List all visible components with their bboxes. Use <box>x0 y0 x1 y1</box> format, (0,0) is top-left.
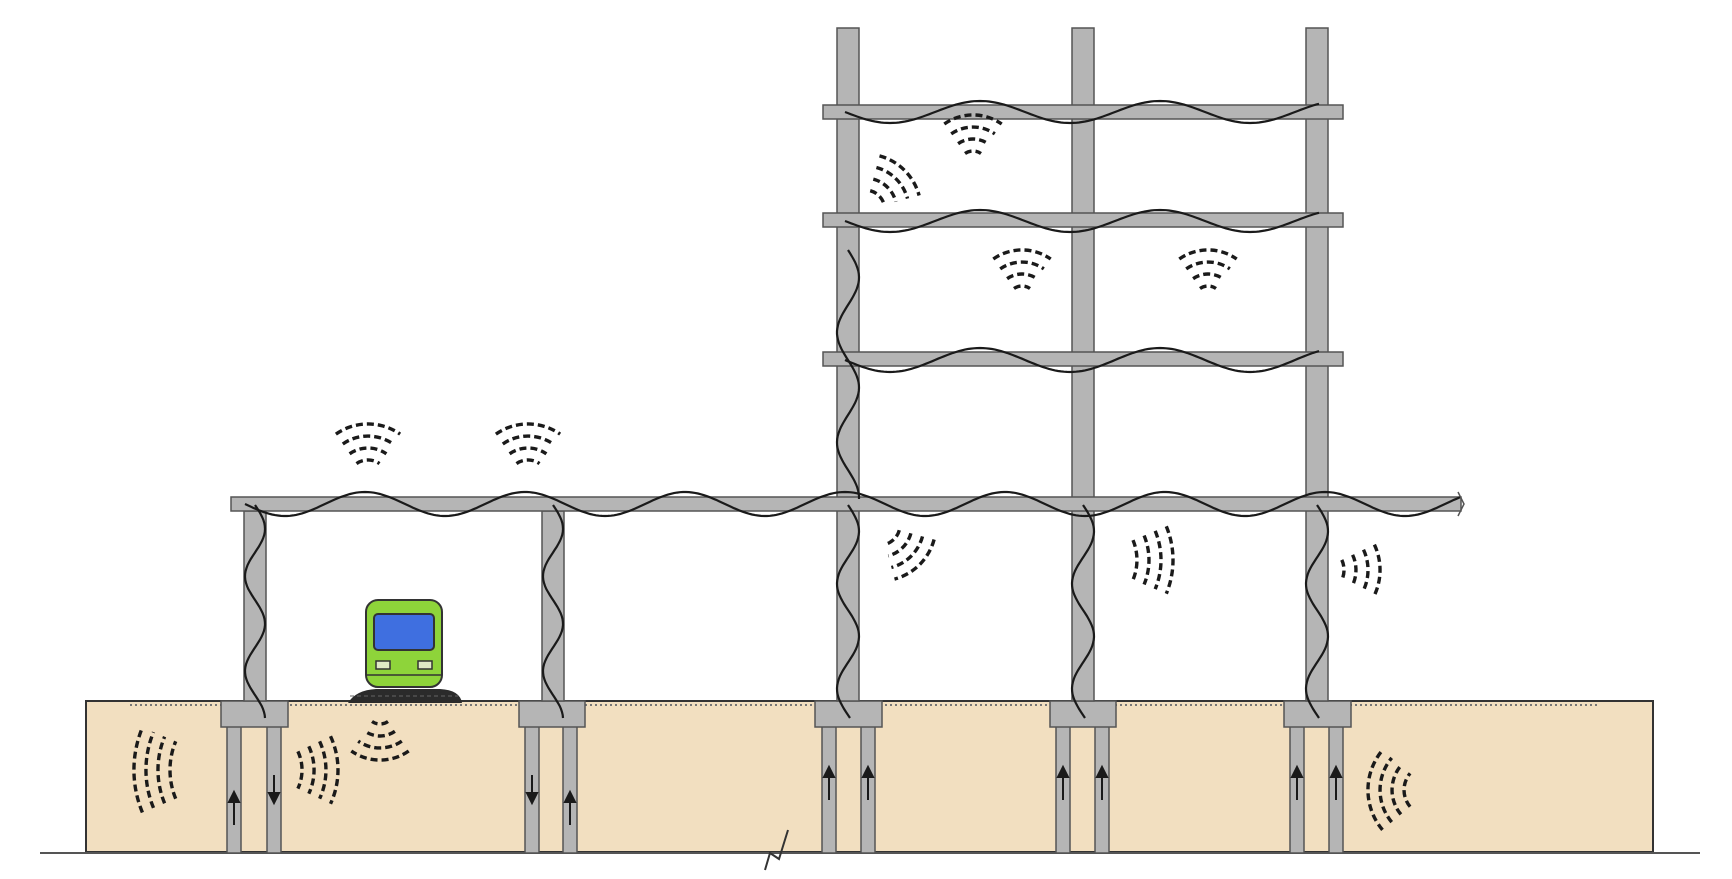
vibration-wave-icon <box>943 113 1003 155</box>
vibration-arc <box>1185 260 1231 271</box>
wave-floor-2 <box>844 208 1320 234</box>
vibration-wave-icon <box>884 529 936 581</box>
vibration-arc <box>1340 559 1346 581</box>
floor-slab-3 <box>822 104 1344 120</box>
vibration-arc <box>1142 534 1151 586</box>
vibration-arc <box>334 422 402 436</box>
vibration-wave-icon <box>869 154 921 206</box>
vibration-arc <box>992 248 1052 261</box>
vibration-arc <box>341 434 395 446</box>
slab-end-mark <box>1457 491 1465 517</box>
vibration-arc <box>872 177 898 203</box>
track-ballast <box>348 689 462 703</box>
vibration-arc <box>950 125 996 136</box>
wave-station-slab <box>244 490 1461 518</box>
wave-column-3-upper <box>835 249 861 499</box>
vibration-arc <box>943 113 1003 126</box>
floor-slab-2 <box>822 212 1344 228</box>
vibration-arc <box>348 446 388 456</box>
vibration-arc <box>508 446 548 456</box>
vibration-wave-icon <box>992 248 1052 290</box>
vibration-arc <box>875 165 910 200</box>
vibration-arc <box>1372 543 1382 597</box>
vibration-arc <box>884 529 901 546</box>
wave-column-3-lower <box>835 504 861 719</box>
vibration-arc <box>357 739 403 750</box>
vibration-arc <box>964 149 982 155</box>
vibration-wave-icon <box>494 422 562 466</box>
vibration-arc <box>1131 539 1139 581</box>
vibration-wave-icon <box>132 726 178 814</box>
wave-column-4 <box>1070 504 1096 719</box>
vibration-arc <box>1164 525 1175 595</box>
train-headlight-right <box>417 660 433 670</box>
vibration-arc <box>1178 248 1238 261</box>
vibration-wave-lines <box>243 99 1461 719</box>
station-slab <box>230 496 1462 512</box>
vibration-arc <box>494 422 562 436</box>
vibration-arc <box>879 154 921 196</box>
vibration-arc <box>1192 272 1224 281</box>
vibration-arc <box>1390 764 1403 816</box>
vibration-arc <box>156 736 167 804</box>
vibration-arc <box>307 745 316 795</box>
vibration-wave-icon <box>334 422 402 466</box>
vibration-wave-icon <box>350 720 410 762</box>
vibration-wave-icon <box>1178 248 1238 290</box>
vibration-arc <box>318 740 328 800</box>
train-icon <box>348 599 462 703</box>
vibration-arc <box>1153 530 1163 590</box>
vibration-arc <box>515 458 541 466</box>
vibration-arc <box>1013 284 1031 290</box>
vibration-arc <box>371 720 389 726</box>
vibration-arc <box>501 434 555 446</box>
vibration-arc <box>132 726 144 814</box>
vibration-arc <box>355 458 381 466</box>
vibration-arc <box>1378 756 1394 824</box>
vibration-arc <box>890 535 925 570</box>
wave-column-2 <box>541 504 565 719</box>
pile-load-arrow-icon <box>227 764 1343 825</box>
vibration-wave-icon <box>1131 525 1175 595</box>
vibration-arc <box>957 137 989 146</box>
break-mark-icon <box>764 829 789 871</box>
vibration-arc <box>894 539 936 581</box>
floor-slab-1 <box>822 351 1344 367</box>
vibration-arc <box>168 740 178 800</box>
vibration-arc <box>887 532 913 558</box>
vibration-arc <box>1006 272 1038 281</box>
vibration-arc <box>1402 772 1412 808</box>
vibration-arc <box>1199 284 1217 290</box>
vibration-wave-icon <box>1366 749 1412 831</box>
wave-column-1 <box>243 504 267 719</box>
vibration-arc <box>328 735 340 805</box>
wave-column-5 <box>1304 504 1330 719</box>
vibration-arc <box>999 260 1045 271</box>
vibration-arc <box>364 729 396 738</box>
vibration-arc <box>144 731 156 809</box>
wave-floor-3 <box>844 99 1320 125</box>
train-headlight-left <box>375 660 391 670</box>
radiated-vibration-arcs <box>132 113 1412 831</box>
vibration-arc <box>350 749 410 762</box>
vibration-arc <box>869 189 886 206</box>
vibration-arc <box>296 750 304 790</box>
vibration-arc <box>1361 548 1370 592</box>
vibration-wave-icon <box>1340 543 1382 597</box>
vibration-arc <box>1351 554 1358 586</box>
train-window <box>373 613 435 651</box>
wave-floor-1 <box>844 346 1320 374</box>
vibration-wave-icon <box>296 735 340 805</box>
